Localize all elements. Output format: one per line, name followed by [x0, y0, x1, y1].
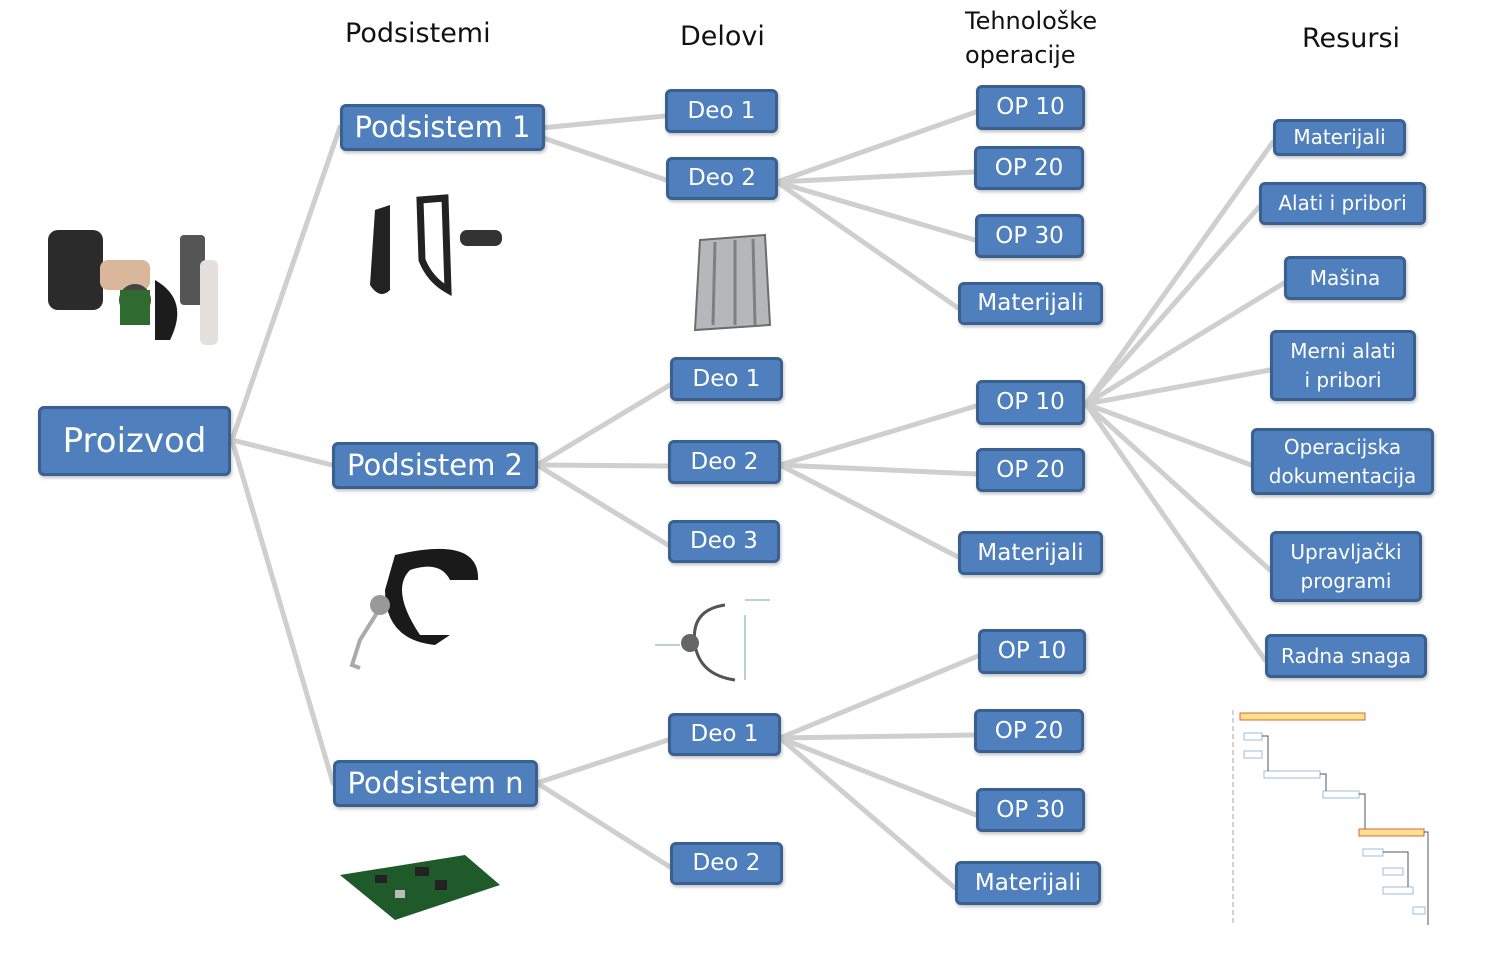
- node-part: Deo 2: [666, 157, 778, 200]
- connector: [777, 462, 961, 560]
- resource-label: Radna snaga: [1281, 643, 1411, 668]
- node-materials: Materijali: [958, 531, 1103, 575]
- node-part: Deo 3: [668, 520, 780, 563]
- connector: [229, 437, 336, 786]
- connector: [1083, 401, 1268, 663]
- node-operation: OP 10: [978, 629, 1086, 674]
- connector: [1083, 139, 1276, 407]
- connector: [1083, 280, 1287, 407]
- node-operation: OP 30: [975, 214, 1084, 258]
- connector: [534, 462, 671, 469]
- connector: [774, 179, 978, 243]
- resource-measuring-tools: Merni alati i pribori: [1270, 330, 1416, 401]
- header-operations-line2: operacije: [965, 41, 1076, 69]
- part-drawing-image: [655, 599, 770, 682]
- resource-label: Operacijska: [1283, 434, 1402, 459]
- header-subsystems: Podsistemi: [345, 18, 491, 49]
- resource-label: Alati i pribori: [1278, 191, 1407, 215]
- connector: [777, 735, 979, 818]
- node-materials: Materijali: [955, 861, 1101, 905]
- node-operation: OP 20: [976, 448, 1085, 492]
- connector: [1083, 401, 1254, 468]
- connector: [777, 653, 981, 741]
- connector: [1083, 401, 1273, 573]
- resource-label: Upravljački: [1290, 539, 1402, 564]
- resource-documentation: Operacijska dokumentacija: [1251, 428, 1434, 495]
- subsystem-1-image: [370, 194, 502, 297]
- resource-label: programi: [1300, 568, 1392, 593]
- resource-control-programs: Upravljački programi: [1270, 531, 1422, 602]
- connector: [774, 109, 979, 185]
- connector: [774, 169, 977, 185]
- product-image: [48, 230, 218, 345]
- node-operation: OP 30: [976, 788, 1085, 832]
- resource-label: Merni alati: [1290, 338, 1396, 363]
- resource-label: Materijali: [1293, 125, 1386, 149]
- connector: [229, 437, 335, 468]
- connector: [777, 403, 979, 468]
- gantt-chart-image: [1232, 710, 1429, 925]
- resource-tools: Alati i pribori: [1259, 182, 1426, 225]
- header-parts: Delovi: [680, 21, 765, 52]
- node-part: Deo 1: [668, 713, 781, 756]
- header-operations: Tehnološke operacije: [965, 4, 1097, 72]
- node-operation: OP 20: [974, 146, 1084, 190]
- connector: [774, 179, 961, 311]
- header-resources: Resursi: [1302, 23, 1401, 54]
- node-part: Deo 1: [670, 357, 783, 401]
- connector: [534, 780, 673, 870]
- connector: [534, 382, 673, 468]
- connector: [777, 735, 958, 891]
- connector: [534, 462, 671, 548]
- node-subsystem-1: Podsistem 1: [340, 104, 545, 151]
- resource-materials: Materijali: [1273, 119, 1406, 156]
- connector: [777, 462, 979, 477]
- node-operation: OP 10: [976, 85, 1085, 130]
- node-materials: Materijali: [958, 282, 1103, 325]
- connector: [777, 732, 977, 741]
- node-product: Proizvod: [38, 406, 231, 476]
- subsystem-n-image: [340, 855, 500, 920]
- node-operation: OP 20: [974, 709, 1084, 753]
- node-subsystem-2: Podsistem 2: [332, 442, 538, 489]
- node-part: Deo 2: [670, 842, 783, 885]
- resource-label: Mašina: [1309, 265, 1381, 290]
- node-part: Deo 1: [665, 89, 778, 133]
- resource-label: i pribori: [1304, 367, 1382, 392]
- connector: [1083, 367, 1273, 407]
- node-part: Deo 2: [668, 440, 781, 484]
- subsystem-1-part-image: [693, 233, 772, 332]
- header-operations-line1: Tehnološke: [965, 7, 1098, 35]
- resource-workforce: Radna snaga: [1265, 634, 1427, 678]
- subsystem-2-image: [349, 548, 479, 670]
- node-operation: OP 10: [976, 380, 1085, 425]
- resource-machine: Mašina: [1284, 256, 1406, 300]
- resource-label: dokumentacija: [1268, 463, 1417, 488]
- connector: [229, 124, 343, 443]
- node-subsystem-n: Podsistem n: [333, 760, 538, 807]
- connector: [534, 737, 671, 786]
- connector: [1083, 204, 1262, 407]
